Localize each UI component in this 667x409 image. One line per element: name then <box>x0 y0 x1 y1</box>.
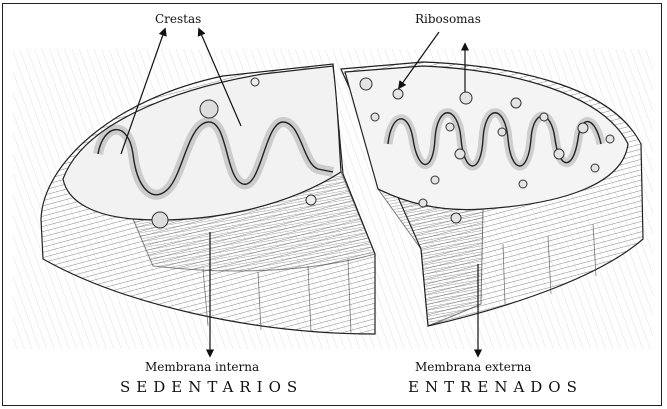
ribosome-granule <box>455 149 465 159</box>
ribosome-granule <box>511 98 521 108</box>
left-granule <box>152 212 168 228</box>
ribosome-granule <box>591 164 599 172</box>
label-sedentarios: SEDENTARIOS <box>120 378 303 396</box>
ribosome-granule <box>540 113 548 121</box>
ribosome-granule <box>393 89 403 99</box>
left-granule <box>306 195 316 205</box>
ribosome-granule <box>578 123 588 133</box>
label-entrenados: ENTRENADOS <box>408 378 583 396</box>
ribosome-granule <box>431 176 439 184</box>
label-membrana-interna: Membrana interna <box>145 360 259 374</box>
figure-frame: Crestas Ribosomas Membrana interna Membr… <box>2 3 662 406</box>
ribosome-granule <box>371 113 379 121</box>
label-membrana-externa: Membrana externa <box>415 360 531 374</box>
ribosome-granule <box>460 92 472 104</box>
label-crestas: Crestas <box>155 12 201 26</box>
ribosome-granule <box>606 135 614 143</box>
ribosome-granule <box>360 78 372 90</box>
left-granule <box>251 78 259 86</box>
label-ribosomas: Ribosomas <box>415 12 481 26</box>
ribosome-granule <box>498 128 506 136</box>
ribosome-granule <box>554 149 564 159</box>
ribosome-granule <box>451 213 461 223</box>
left-granule <box>200 100 218 118</box>
ribosome-granule <box>419 199 427 207</box>
ribosome-granule <box>446 123 454 131</box>
ribosome-granule <box>519 180 527 188</box>
mitochondria-illustration <box>3 4 662 406</box>
